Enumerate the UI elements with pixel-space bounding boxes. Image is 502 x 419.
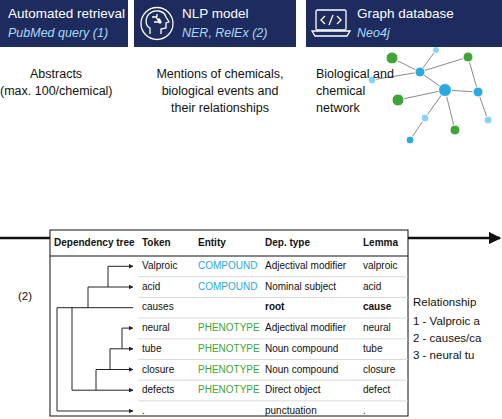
table-cell: tube: [363, 343, 382, 354]
table-cell: cause: [363, 301, 391, 312]
box-heading: NLP model: [182, 6, 249, 21]
table-cell: COMPOUND: [198, 260, 257, 271]
dependency-tree: [57, 266, 133, 411]
table-header: Lemma: [363, 237, 398, 248]
table-cell: .: [363, 405, 366, 416]
network-link: [398, 90, 445, 100]
table-row-rules: [138, 277, 408, 401]
table-cell: Valproic: [142, 260, 177, 271]
network-node: [406, 136, 414, 144]
table-cell: .: [142, 405, 145, 416]
table-cell: Noun compound: [265, 364, 338, 375]
network-node: [463, 52, 473, 62]
step-output: Abstracts: [30, 66, 82, 83]
table-rule: [138, 297, 408, 298]
process-box: NLP modelNER, RelEx (2): [134, 0, 296, 47]
network-node: [415, 67, 425, 77]
table-rule: [138, 276, 408, 277]
process-box: Graph databaseNeo4j: [306, 0, 502, 47]
table-rule: [138, 380, 408, 381]
box-subtitle: Neo4j: [357, 26, 390, 40]
table-header: Dependency tree: [54, 237, 135, 248]
box-heading: Graph database: [357, 6, 454, 21]
step-output: (max. 100/chemical): [0, 83, 113, 100]
network-node: [484, 116, 492, 124]
table-frame: [50, 230, 408, 416]
network-node: [421, 114, 429, 122]
table-cell: Adjectival modifier: [265, 260, 346, 271]
network-illustration: [372, 50, 488, 140]
network-nodes: [368, 47, 492, 145]
table-cell: valproic: [363, 260, 397, 271]
table-cell: acid: [142, 281, 160, 292]
table-cell: PHENOTYPE: [198, 384, 260, 395]
table-header: Token: [142, 237, 171, 248]
table-cell: Adjectival modifier: [265, 322, 346, 333]
table-cell: root: [265, 301, 284, 312]
table-cell: causes: [142, 301, 174, 312]
dependency-arc: [88, 287, 133, 308]
table-cell: closure: [142, 364, 174, 375]
table-cell: punctuation: [265, 405, 317, 416]
table-cell: neural: [363, 322, 391, 333]
table-cell: PHENOTYPE: [198, 343, 260, 354]
network-node: [450, 125, 460, 135]
table-rule: [138, 400, 408, 401]
table-cell: tube: [142, 343, 161, 354]
network-node: [386, 52, 398, 64]
table-cell: PHENOTYPE: [198, 322, 260, 333]
process-box: Automated retrievalPubMed query (1): [0, 0, 128, 47]
box-heading: Automated retrieval: [8, 6, 125, 21]
table-rule: [50, 256, 408, 257]
network-node: [433, 47, 440, 54]
panel-number: (2): [18, 290, 32, 302]
box-subtitle: PubMed query (1): [8, 26, 108, 40]
dependency-arc: [110, 349, 133, 370]
table-cell: closure: [363, 364, 395, 375]
dependency-arc: [72, 308, 133, 391]
table-cell: acid: [363, 281, 381, 292]
table-cell: PHENOTYPE: [198, 364, 260, 375]
table-cell: Direct object: [265, 384, 321, 395]
table-cell: Nominal subject: [265, 281, 336, 292]
table-cell: defect: [363, 384, 390, 395]
dependency-arc: [108, 266, 133, 287]
table-rule: [138, 338, 408, 339]
relationship-note: 1 - Valproic a: [413, 315, 480, 327]
table-cell: COMPOUND: [198, 281, 257, 292]
relationship-note: 3 - neural tu: [413, 349, 474, 361]
network-node: [392, 94, 404, 106]
relationship-heading: Relationship: [413, 296, 476, 308]
dependency-arc: [57, 308, 133, 411]
table-cell: Noun compound: [265, 343, 338, 354]
dependency-arc: [122, 328, 133, 349]
network-node: [439, 84, 452, 97]
network-node: [473, 87, 483, 97]
step-output: Biological and chemical network: [316, 66, 394, 117]
dependency-arc: [57, 307, 133, 308]
step-output: Mentions of chemicals, biological events…: [148, 66, 292, 117]
dependency-arc: [96, 370, 133, 391]
table-cell: defects: [142, 384, 174, 395]
table-rule: [138, 318, 408, 319]
table-header: Entity: [198, 237, 226, 248]
network-link: [420, 57, 468, 72]
box-subtitle: NER, RelEx (2): [182, 26, 267, 40]
table-cell: neural: [142, 322, 170, 333]
table-rule: [138, 359, 408, 360]
relationship-note: 2 - causes/ca: [413, 332, 481, 344]
table-header: Dep. type: [265, 237, 310, 248]
